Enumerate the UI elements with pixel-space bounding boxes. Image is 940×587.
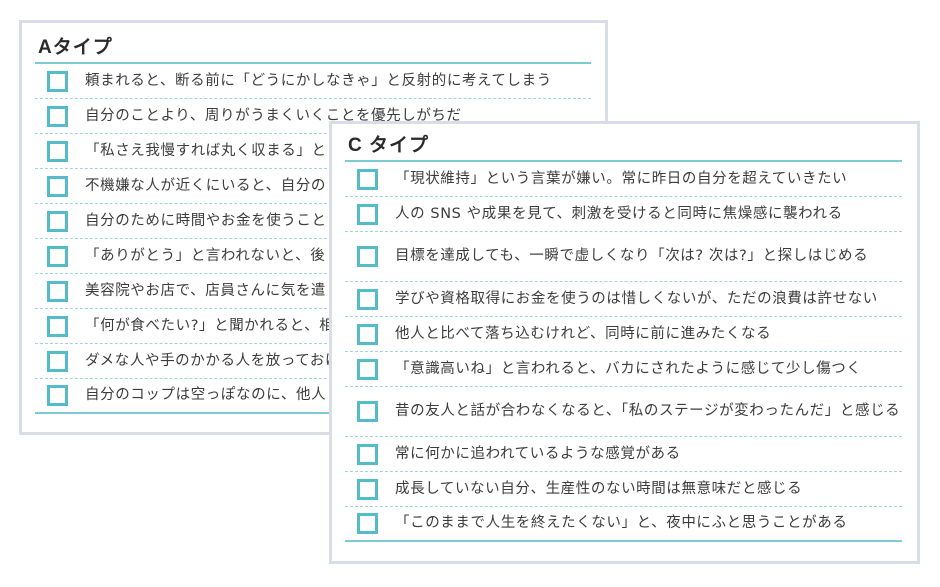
checkbox-icon[interactable] <box>357 358 378 380</box>
checklist-item[interactable]: 常に何かに追われているような感覚がある <box>345 437 902 472</box>
checkbox-icon[interactable] <box>47 175 68 197</box>
checklist-item-text: 「何が食べたい?」と聞かれると、相 <box>85 317 335 334</box>
checklist-item[interactable]: 「意識高いね」と言われると、バカにされたように感じて少し傷つく <box>345 352 902 387</box>
checklist-item[interactable]: 他人と比べて落ち込むけれど、同時に前に進みたくなる <box>345 317 902 352</box>
checklist-item[interactable]: 成長していない自分、生産性のない時間は無意味だと感じる <box>345 472 902 507</box>
checklist-item-text: 「意識高いね」と言われると、バカにされたように感じて少し傷つく <box>395 360 862 377</box>
checklist-item-text: 人の SNS や成果を見て、刺激を受けると同時に焦燥感に襲われる <box>395 205 843 222</box>
checklist-item-text: 自分のコップは空っぽなのに、他人 <box>85 387 327 403</box>
checklist-item-text: 「ありがとう」と言われないと、後 <box>85 247 326 264</box>
checklist-item-text: 「このままで人生を終えたくない」と、夜中にふと思うことがある <box>395 515 848 531</box>
panel-a-title: Aタイプ <box>35 23 591 64</box>
checklist-item[interactable]: 自分のために時間やお金を使うこと <box>35 204 591 239</box>
checklist-item[interactable]: 自分のコップは空っぽなのに、他人 <box>35 379 591 414</box>
panel-c-title: C タイプ <box>345 124 902 162</box>
checklist-item[interactable]: 自分のことより、周りがうまくいくことを優先しがちだ <box>35 99 591 134</box>
checklist-item[interactable]: 昔の友人と話が合わなくなると、「私のステージが変わったんだ」と感じる <box>345 387 902 437</box>
checklist-item-text: 自分のことより、周りがうまくいくことを優先しがちだ <box>85 107 462 124</box>
checklist-item-text: 「現状維持」という言葉が嫌い。常に昨日の自分を超えていきたい <box>395 170 848 187</box>
checkbox-icon[interactable] <box>357 443 378 465</box>
checklist-item-text: 頼まれると、断る前に「どうにかしなきゃ」と反射的に考えてしまう <box>85 72 552 89</box>
checkbox-icon[interactable] <box>47 105 68 127</box>
checklist-item[interactable]: 「私さえ我慢すれば丸く収まる」と <box>35 134 591 169</box>
checklist-item-text: 成長していない自分、生産性のない時間は無意味だと感じる <box>395 480 803 497</box>
checkbox-icon[interactable] <box>47 350 68 372</box>
checklist-item-text: 学びや資格取得にお金を使うのは惜しくないが、ただの浪費は許せない <box>395 290 878 307</box>
checkbox-icon[interactable] <box>47 245 68 267</box>
checkbox-icon[interactable] <box>357 323 378 345</box>
checklist-item-text: 昔の友人と話が合わなくなると、「私のステージが変わったんだ」と感じる <box>395 403 901 419</box>
checkbox-icon[interactable] <box>47 210 68 232</box>
checklist-item[interactable]: 「このままで人生を終えたくない」と、夜中にふと思うことがある <box>345 507 902 542</box>
checklist-item[interactable]: 美容院やお店で、店員さんに気を遣 <box>35 274 591 309</box>
checklist-item[interactable]: 目標を達成しても、一瞬で虚しくなり「次は? 次は?」と探しはじめる <box>345 232 902 282</box>
checkbox-icon[interactable] <box>357 513 378 534</box>
checkbox-icon[interactable] <box>357 203 378 225</box>
checklist-item[interactable]: 「何が食べたい?」と聞かれると、相 <box>35 309 591 344</box>
checklist-panel-c: C タイプ 「現状維持」という言葉が嫌い。常に昨日の自分を超えていきたい 人の … <box>329 121 920 564</box>
checkbox-icon[interactable] <box>357 401 378 422</box>
checklist-item[interactable]: 頼まれると、断る前に「どうにかしなきゃ」と反射的に考えてしまう <box>35 64 591 99</box>
checklist-item-text: 目標を達成しても、一瞬で虚しくなり「次は? 次は?」と探しはじめる <box>395 248 869 264</box>
checklist-item-text: 自分のために時間やお金を使うこと <box>85 212 327 229</box>
checklist-item[interactable]: 人の SNS や成果を見て、刺激を受けると同時に焦燥感に襲われる <box>345 197 902 232</box>
checkbox-icon[interactable] <box>47 280 68 302</box>
checkbox-icon[interactable] <box>47 385 68 406</box>
checklist-item-text: ダメな人や手のかかる人を放っておけ <box>85 352 341 369</box>
checklist-item[interactable]: ダメな人や手のかかる人を放っておけ <box>35 344 591 379</box>
checklist-item[interactable]: 学びや資格取得にお金を使うのは惜しくないが、ただの浪費は許せない <box>345 282 902 317</box>
checkbox-icon[interactable] <box>47 315 68 337</box>
checklist-item-text: 常に何かに追われているような感覚がある <box>395 445 681 462</box>
checklist-item-text: 他人と比べて落ち込むけれど、同時に前に進みたくなる <box>395 325 772 342</box>
checklist-item[interactable]: 不機嫌な人が近くにいると、自分の <box>35 169 591 204</box>
checkbox-icon[interactable] <box>357 246 378 267</box>
panel-a-checklist: 頼まれると、断る前に「どうにかしなきゃ」と反射的に考えてしまう 自分のことより、… <box>35 64 591 414</box>
checklist-item-text: 不機嫌な人が近くにいると、自分の <box>85 177 327 194</box>
checklist-item[interactable]: 「ありがとう」と言われないと、後 <box>35 239 591 274</box>
panel-c-checklist: 「現状維持」という言葉が嫌い。常に昨日の自分を超えていきたい 人の SNS や成… <box>345 162 902 542</box>
checkbox-icon[interactable] <box>357 478 378 500</box>
checkbox-icon[interactable] <box>357 168 378 190</box>
checklist-item[interactable]: 「現状維持」という言葉が嫌い。常に昨日の自分を超えていきたい <box>345 162 902 197</box>
checkbox-icon[interactable] <box>47 70 68 92</box>
checkbox-icon[interactable] <box>47 140 68 162</box>
checklist-item-text: 美容院やお店で、店員さんに気を遣 <box>85 282 327 299</box>
checkbox-icon[interactable] <box>357 288 378 310</box>
checklist-item-text: 「私さえ我慢すれば丸く収まる」と <box>85 142 327 159</box>
